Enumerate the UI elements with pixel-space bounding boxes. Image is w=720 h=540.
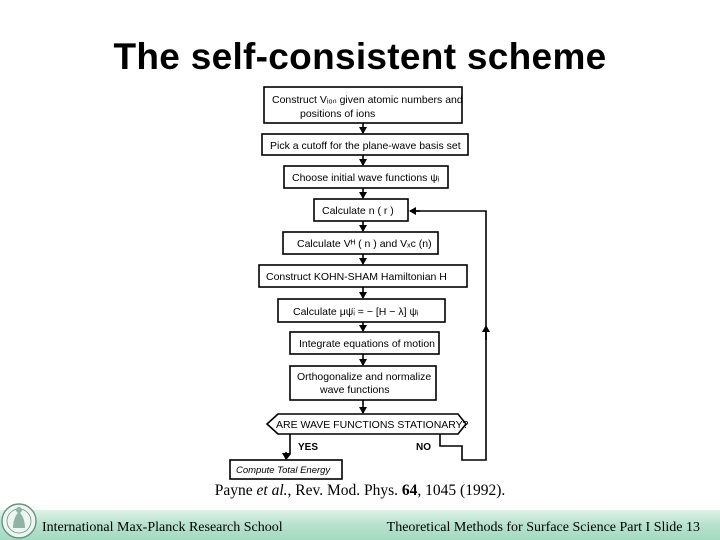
step-text-line: Calculate Vᴴ ( n ) and Vₓc (n)	[297, 238, 432, 250]
step-text-line: Construct Vᵢₒₙ given atomic numbers and	[272, 94, 463, 106]
footer-right-text: Theoretical Methods for Surface Science …	[386, 520, 700, 535]
step-text-line: Construct KOHN-SHAM Hamiltonian H	[266, 271, 447, 283]
step-calculate-mu-psi: Calculate μψ̈ᵢ = − [H − λ] ψᵢ	[277, 298, 446, 323]
final-text: Compute Total Energy	[236, 465, 331, 476]
citation-pages: , 1045 (1992).	[417, 482, 506, 499]
decision-stationary: ARE WAVE FUNCTIONS STATIONARY?	[265, 413, 469, 435]
step-integrate-equations: Integrate equations of motion	[289, 331, 440, 355]
step-text-line: positions of ions	[300, 108, 375, 120]
step-pick-cutoff: Pick a cutoff for the plane-wave basis s…	[261, 133, 469, 156]
citation-volume: 64	[401, 482, 418, 499]
no-loop-line	[439, 330, 487, 461]
citation-etal: et al.	[256, 482, 288, 499]
step-calculate-vh-vxc: Calculate Vᴴ ( n ) and Vₓc (n)	[282, 231, 439, 255]
step-orthogonalize: Orthogonalize and normalize wave functio…	[289, 365, 437, 401]
step-construct-vion: Construct Vᵢₒₙ given atomic numbers and …	[263, 86, 463, 124]
loop-return-line	[412, 210, 487, 326]
step-calculate-n: Calculate n ( r )	[313, 198, 409, 222]
step-text-line: Calculate n ( r )	[322, 205, 394, 217]
citation: Payne et al., Rev. Mod. Phys. 64, 1045 (…	[0, 482, 720, 500]
no-label: NO	[416, 442, 431, 453]
footer-left-text: International Max-Planck Research School	[42, 520, 283, 535]
slide-title: The self-consistent scheme	[113, 36, 607, 77]
step-text-line: Orthogonalize and normalize	[297, 371, 431, 383]
step-text-line: Calculate μψ̈ᵢ = − [H − λ] ψᵢ	[293, 306, 419, 318]
max-planck-logo-icon	[1, 503, 37, 539]
step-text-line: Integrate equations of motion	[299, 338, 435, 350]
step-text-line: wave functions	[319, 384, 389, 396]
step-compute-total-energy: Compute Total Energy	[229, 459, 343, 480]
connectors	[282, 123, 490, 461]
step-text-line: Pick a cutoff for the plane-wave basis s…	[270, 140, 461, 152]
footer-bar: International Max-Planck Research School…	[0, 510, 720, 540]
step-construct-kohn-sham: Construct KOHN-SHAM Hamiltonian H	[258, 264, 468, 288]
citation-authors: Payne	[214, 482, 253, 499]
citation-journal: , Rev. Mod. Phys.	[287, 482, 399, 499]
yes-label: YES	[298, 442, 318, 453]
decision-text: ARE WAVE FUNCTIONS STATIONARY?	[276, 419, 469, 431]
step-text-line: Choose initial wave functions ψᵢ	[292, 172, 440, 184]
step-choose-initial: Choose initial wave functions ψᵢ	[283, 165, 449, 189]
